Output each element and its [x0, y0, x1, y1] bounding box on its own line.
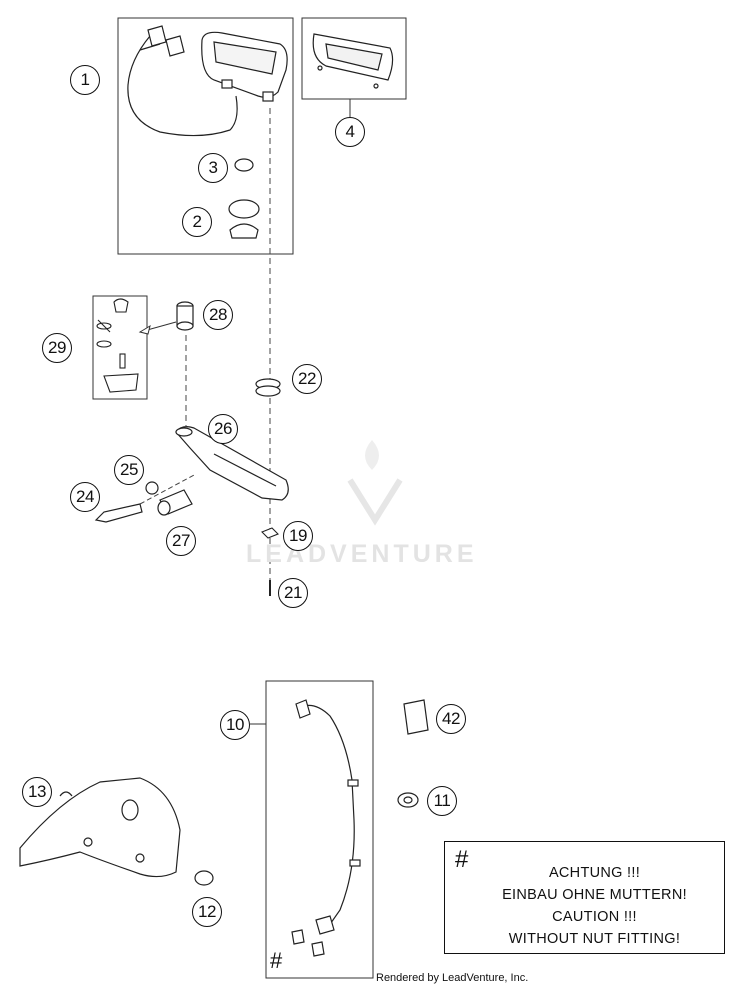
callout-25[interactable]: 25: [114, 455, 144, 485]
part-12-spacer: [194, 870, 214, 886]
callout-42[interactable]: 42: [436, 704, 466, 734]
callout-29[interactable]: 29: [42, 333, 72, 363]
notice-line-2: EINBAU OHNE MUTTERN!: [502, 887, 687, 903]
speedometer: [127, 25, 288, 137]
part-42-pad: [403, 699, 429, 735]
part-26-bracket: [175, 426, 289, 501]
part-22-grommet: [255, 378, 281, 397]
group-box-speedometer: [117, 17, 294, 255]
part-28-bush: [176, 301, 194, 331]
part-11-clip: [397, 792, 419, 808]
part-25-washer: [145, 481, 159, 495]
group-box-sensor-cable: [265, 680, 374, 979]
callout-10[interactable]: 10: [220, 710, 250, 740]
notice-line-4: WITHOUT NUT FITTING!: [508, 931, 681, 947]
part-3-ring: [234, 158, 254, 172]
part-10-sensor-cable: [291, 699, 361, 957]
notice-line-1: ACHTUNG !!!: [548, 865, 641, 881]
watermark-logo: [347, 440, 403, 526]
callout-24[interactable]: 24: [70, 482, 100, 512]
callout-22[interactable]: 22: [292, 364, 322, 394]
watermark-text: LEADVENTURE: [246, 540, 478, 568]
callout-21[interactable]: 21: [278, 578, 308, 608]
group-box-cover: [301, 17, 407, 100]
callout-1[interactable]: 1: [70, 65, 100, 95]
part-27-spacer: [157, 489, 193, 516]
cable-hash-mark: #: [270, 948, 283, 973]
callout-4[interactable]: 4: [335, 117, 365, 147]
part-19-washer: [261, 527, 279, 539]
arrow-head: [138, 324, 151, 335]
callout-12[interactable]: 12: [192, 897, 222, 927]
notice-box: # ACHTUNG !!! EINBAU OHNE MUTTERN! CAUTI…: [444, 841, 725, 954]
callout-2[interactable]: 2: [182, 207, 212, 237]
group-box-mount: [92, 295, 148, 400]
callout-28[interactable]: 28: [203, 300, 233, 330]
callout-13[interactable]: 13: [22, 777, 52, 807]
callout-3[interactable]: 3: [198, 153, 228, 183]
footer-credit: Rendered by LeadVenture, Inc.: [376, 972, 529, 984]
callout-11[interactable]: 11: [427, 786, 457, 816]
callout-19[interactable]: 19: [283, 521, 313, 551]
part-13-guard: [19, 777, 181, 878]
part-24-bolt: [94, 503, 143, 523]
part-29-mount: [96, 298, 139, 393]
callout-26[interactable]: 26: [208, 414, 238, 444]
notice-symbol: #: [455, 846, 469, 873]
callout-27[interactable]: 27: [166, 526, 196, 556]
part-2-cap: [228, 199, 260, 239]
leader-bolt: [139, 473, 197, 505]
speedometer-cover: [312, 33, 394, 89]
notice-line-3: CAUTION !!!: [552, 909, 637, 925]
